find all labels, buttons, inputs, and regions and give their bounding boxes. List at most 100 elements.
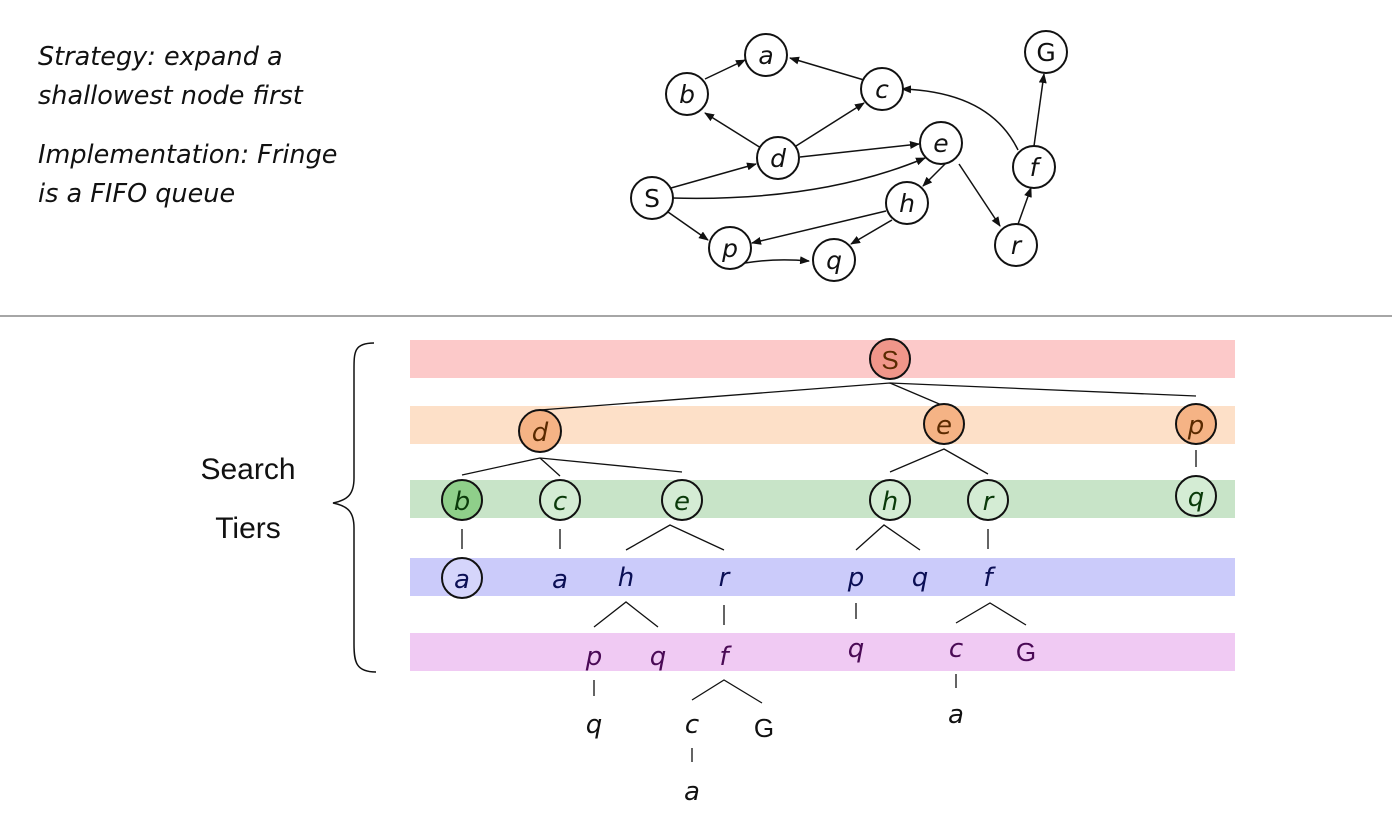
tree-node-e2: e — [661, 479, 703, 521]
svg-text:c: c — [875, 75, 889, 104]
tree-node-r2: r — [719, 563, 732, 593]
tree-node-c: c — [539, 479, 581, 521]
svg-text:b: b — [454, 487, 471, 517]
graph-node-S: S — [630, 176, 674, 220]
tree-node-e: e — [923, 403, 965, 445]
graph-node-r: r — [994, 223, 1038, 267]
tree-edge-e-h-r — [889, 448, 989, 475]
graph-edge-e-h — [922, 161, 948, 187]
tree-edge-d-c — [539, 457, 561, 477]
tree-node-p2: p — [847, 563, 865, 593]
svg-text:q: q — [826, 246, 842, 275]
graph-node-q: q — [812, 238, 856, 282]
graph-edge-h-q — [850, 219, 893, 245]
tree-node-a4: a — [684, 777, 700, 807]
graph-node-p: p — [708, 226, 752, 270]
tree-node-a2: a — [552, 565, 568, 595]
tree-node-G2: G — [754, 713, 774, 743]
graph-edge-f-c — [901, 85, 1019, 151]
svg-text:S: S — [644, 184, 660, 213]
tree-node-q4: q — [848, 634, 865, 664]
graph-edge-S-p — [667, 211, 709, 241]
svg-text:a: a — [454, 565, 470, 595]
svg-text:a: a — [758, 41, 773, 70]
svg-text:e: e — [933, 129, 948, 158]
tree-node-r: r — [967, 479, 1009, 521]
tree-node-a3: a — [948, 700, 964, 730]
tier-band-3 — [410, 558, 1235, 596]
svg-text:e: e — [674, 487, 690, 517]
tree-node-q2: q — [912, 563, 929, 593]
graph-node-e: e — [919, 121, 963, 165]
svg-text:e: e — [936, 411, 952, 441]
tree-node-p: p — [1175, 403, 1217, 445]
state-graph: a b c d e f G S — [630, 30, 1068, 282]
tree-node-a: a — [441, 557, 483, 599]
tree-edge-h-p-q2 — [593, 601, 659, 628]
svg-text:d: d — [770, 144, 786, 173]
tree-edge-e-h-r2 — [625, 524, 725, 551]
graph-edge-b-a — [704, 59, 746, 80]
tree-node-S: S — [869, 338, 911, 380]
svg-text:h: h — [882, 487, 898, 517]
graph-node-b: b — [665, 72, 709, 116]
graph-edge-p-q — [744, 256, 810, 265]
graph-edge-e-r — [958, 163, 1001, 227]
svg-text:p: p — [1187, 411, 1205, 441]
tree-edge-S-d-p — [539, 382, 1197, 411]
tree-edge-d-b-e — [461, 457, 683, 476]
svg-text:h: h — [899, 189, 915, 218]
strategy-description: Strategy: expand a shallowest node first… — [38, 38, 337, 214]
graph-edge-d-b — [704, 112, 762, 149]
tree-node-G: G — [1016, 637, 1036, 667]
tree-node-h2: h — [618, 563, 634, 593]
graph-node-d: d — [756, 136, 800, 180]
strategy-line-3: Implementation: Fringe — [38, 140, 338, 170]
svg-text:d: d — [532, 418, 549, 448]
svg-text:S: S — [881, 345, 898, 375]
tree-node-b: b — [441, 479, 483, 521]
tree-node-q: q — [1175, 475, 1217, 517]
svg-text:r: r — [983, 487, 996, 517]
tree-node-h: h — [869, 479, 911, 521]
graph-edge-f-G — [1033, 73, 1047, 147]
search-tree-edges — [461, 382, 1197, 762]
graph-edge-c-a — [789, 56, 865, 81]
tiers-brace — [332, 342, 377, 673]
tree-node-q5: q — [586, 710, 603, 740]
graph-edge-h-p — [751, 210, 887, 245]
svg-text:r: r — [1011, 231, 1023, 260]
svg-text:G: G — [1036, 38, 1055, 67]
tree-edge-f-c-G2 — [691, 679, 763, 704]
svg-text:c: c — [553, 487, 567, 517]
tier-band-0 — [410, 340, 1235, 378]
tree-node-p3: p — [585, 642, 603, 672]
tree-node-q3: q — [650, 642, 667, 672]
graph-node-a: a — [744, 33, 788, 77]
tier-band-2 — [410, 480, 1235, 518]
tiers-label-search: Search — [200, 453, 296, 486]
tiers-label-tiers: Tiers — [215, 512, 281, 545]
svg-text:b: b — [679, 80, 695, 109]
strategy-line-2: shallowest node first — [38, 81, 303, 111]
tree-edge-f-c-G — [955, 602, 1027, 626]
graph-node-h: h — [885, 181, 929, 225]
graph-node-G: G — [1024, 30, 1068, 74]
graph-node-c: c — [860, 67, 904, 111]
svg-text:q: q — [1188, 483, 1205, 513]
graph-edge-d-e — [799, 141, 920, 158]
graph-edge-S-e — [671, 157, 926, 200]
svg-text:p: p — [721, 234, 738, 263]
tree-node-d: d — [518, 409, 562, 453]
graph-edge-d-c — [795, 102, 865, 147]
tier-band-4 — [410, 633, 1235, 671]
graph-edge-r-f — [1016, 187, 1032, 228]
graph-edge-S-d — [670, 162, 757, 189]
strategy-line-1: Strategy: expand a — [38, 42, 283, 72]
tree-edge-S-e — [889, 382, 945, 407]
tree-edge-h-p-q — [855, 524, 921, 551]
strategy-line-4: is a FIFO queue — [38, 179, 236, 209]
tree-node-c2: c — [949, 634, 963, 664]
tree-node-c3: c — [685, 710, 699, 740]
